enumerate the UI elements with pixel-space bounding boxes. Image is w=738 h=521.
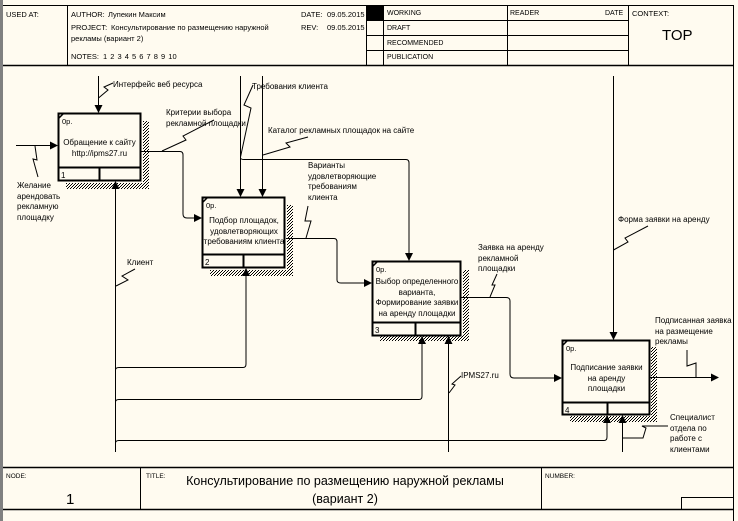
squiggle-specialist [623,425,668,439]
box2-op: 0р. [206,201,217,210]
used-at-label: USED AT: [6,10,39,19]
squiggle-variants [304,205,312,239]
squiggle-signed [686,350,697,377]
date-label: DATE: [301,10,323,19]
number-label: NUMBER: [545,473,575,480]
label-ipms[interactable]: IPMS27.ru [461,371,499,380]
activity-box-4-label[interactable]: Подписание заявки на аренду площадки [570,363,643,393]
footer-frame [3,466,734,511]
arrow-request [461,297,562,382]
diagram-title-line2: (вариант 2) [312,492,378,506]
arrow-client-box3 [115,336,426,403]
working-status-mark [367,6,383,20]
squiggle-catalog [262,136,309,156]
arrow-catalog-branch [240,157,413,261]
squiggle-request [489,273,498,298]
notes-value: 1 2 3 4 5 6 7 8 9 10 [103,52,177,61]
reader-label: READER [510,10,540,17]
box3-op: 0р. [376,265,387,274]
label-requirements[interactable]: Требования клиента [252,82,328,91]
activity-box-1-graphic [57,112,149,189]
activity-box-3-label[interactable]: Выбор определенного варианта, Формирован… [375,277,459,318]
rev-label: REV: [301,23,319,32]
squiggle-requirements [240,84,254,158]
label-client[interactable]: Клиент [127,258,154,267]
activity-box-2-label[interactable]: Подбор площадок, удовлетворяющих требова… [203,216,285,246]
title-label: TITLE: [146,473,166,480]
squiggle-interface [98,82,114,99]
date-value: 09.05.2015 [327,10,365,19]
project-value-line1: Консультирование по размещению наружной [111,23,269,32]
label-catalog[interactable]: Каталог рекламных площадок на сайте [268,126,415,135]
box4-op: 0р. [566,344,577,353]
label-desire[interactable]: Желание арендовать рекламную площадку [17,181,61,222]
activity-box-3-graphic [371,260,469,341]
squiggle-ipms [448,375,462,394]
label-signed[interactable]: Подписанная заявка на размещение рекламы [655,316,732,346]
project-label: PROJECT: [71,23,108,32]
reader-date-label: DATE [605,10,624,17]
box3-number: 3 [375,326,380,335]
box2-number: 2 [205,258,210,267]
label-request[interactable]: Заявка на аренду рекламной площадки [478,243,544,273]
project-value-line2: рекламы (вариант 2) [71,34,144,43]
notes-label: NOTES: [71,52,99,61]
squiggle-criteria [161,119,215,152]
status-publication[interactable]: PUBLICATION [387,54,434,61]
status-draft[interactable]: DRAFT [387,25,411,32]
activity-box-1-label[interactable]: Обращение к сайту http://ipms27.ru [63,138,136,158]
rev-value: 09.05.2015 [327,23,365,32]
node-value: 1 [66,491,75,508]
box4-number: 4 [565,406,570,415]
arrow-variants [286,238,372,287]
box1-op: 0р. [62,117,73,126]
box1-number: 1 [61,171,66,180]
diagram-title-line1: Консультирование по размещению наружной … [186,474,504,488]
context-value: TOP [662,27,693,44]
squiggle-desire [32,145,39,178]
author-label: AUTHOR: [71,10,105,19]
squiggle-form [613,225,649,251]
label-specialist[interactable]: Специалист отдела по работе с клиентами [670,413,715,454]
activity-box-2-graphic [201,196,293,276]
activity-box-4-graphic [561,339,657,422]
label-form[interactable]: Форма заявки на аренду [618,215,710,224]
label-criteria[interactable]: Критерии выбора рекламной площадки [166,108,246,128]
label-interface[interactable]: Интерфейс веб ресурса [113,80,203,89]
arrow-client-box2 [115,268,250,371]
label-variants[interactable]: Варианты удовлетворяющие требованиям кли… [308,161,377,202]
node-label: NODE: [6,473,27,480]
status-working[interactable]: WORKING [387,10,422,17]
left-window-edge [0,0,3,521]
context-label: CONTEXT: [632,9,670,18]
arrow-criteria [141,151,202,222]
squiggle-client [115,268,136,287]
arrow-client-box4 [115,415,611,444]
status-recommended[interactable]: RECOMMENDED [387,40,444,47]
header-frame [3,5,734,521]
author-value: Лупекин Максим [108,10,166,19]
